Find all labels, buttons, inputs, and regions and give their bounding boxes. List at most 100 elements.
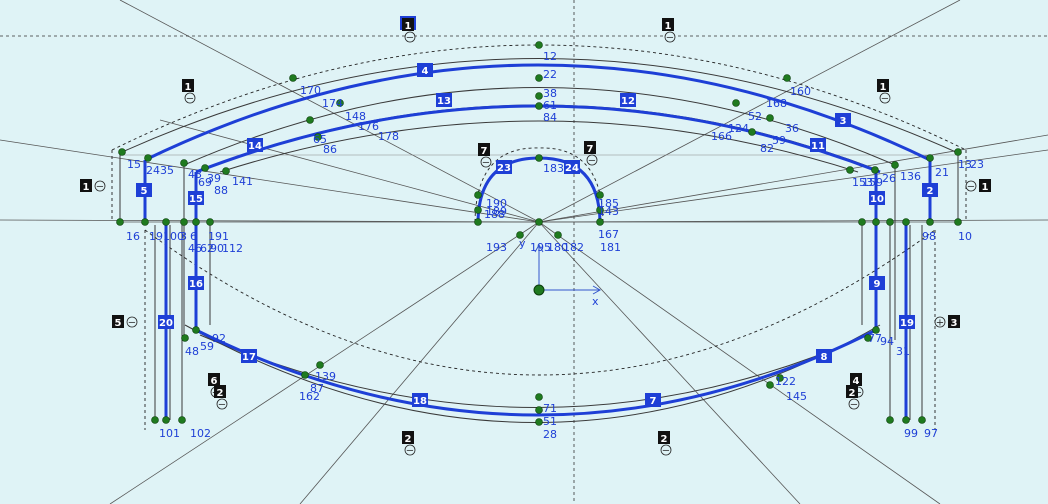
node-point [206, 218, 214, 226]
node-number-n16: 16 [126, 230, 140, 243]
node-point [846, 166, 854, 174]
bar-label-box [188, 276, 204, 290]
bar-label-text: 7 [650, 396, 657, 407]
node-point [891, 161, 899, 169]
node-point [554, 231, 562, 239]
node-number-top_2: 22 [543, 68, 557, 81]
node-number-n153: 153 [852, 176, 873, 189]
bar-labels: 1234578910111213141516171819202324 [136, 16, 938, 407]
bar-label-box [436, 93, 452, 107]
node-number-top_outer: 12 [543, 50, 557, 63]
minus-circle-icon [216, 398, 228, 410]
bar-label-text: 12 [621, 96, 635, 107]
node-number-n3: 3 [180, 230, 187, 243]
node-number-n35: 35 [160, 164, 174, 177]
bar-label-text: 2 [927, 186, 934, 197]
crown-arch-member [144, 63, 931, 162]
boundary-marker-box [846, 385, 858, 398]
y-axis-arrow-icon [534, 243, 544, 253]
node-number-n176: 176 [358, 120, 379, 133]
node-point [116, 218, 124, 226]
boundary-marker-number: 1 [185, 82, 192, 93]
node-point [192, 218, 200, 226]
node-number-n10: 10 [958, 230, 972, 243]
node-number-n82: 82 [760, 142, 774, 155]
node-number-n19: 19 [149, 230, 163, 243]
boundary-marker-box [214, 385, 226, 398]
node-number-n90: 90 [210, 242, 224, 255]
boundary-marker-number: 4 [853, 376, 860, 387]
boundary-sign: − [406, 33, 414, 44]
boundary-marker-number: 7 [481, 146, 488, 157]
minus-circle-icon [664, 31, 676, 43]
boundary-marker-number: 2 [661, 434, 668, 445]
node-point [474, 206, 482, 214]
node-point [180, 218, 188, 226]
boundary-sign: − [406, 446, 414, 457]
boundary-markers: 1−1−1−1−1−1−5−3+2−2−6+2−4−2−7−7− [80, 18, 991, 457]
boundary-marker-box [850, 373, 862, 386]
node-point [118, 148, 126, 156]
minus-circle-icon [480, 156, 492, 168]
node-point [306, 116, 314, 124]
boundary-marker-number: 2 [849, 388, 856, 399]
bar-label-box [188, 191, 204, 205]
node-number-n183: 183 [543, 162, 564, 175]
node-point [289, 74, 297, 82]
boundary-marker-number: 1 [405, 21, 412, 32]
node-point [872, 326, 880, 334]
node-point [766, 381, 774, 389]
minus-circle-icon [184, 92, 196, 104]
node-point [902, 416, 910, 424]
node-number-n26: 26 [882, 172, 896, 185]
bar-label-text: 18 [413, 396, 427, 407]
node-point [596, 206, 604, 214]
node-point [144, 154, 152, 162]
node-number-n136: 136 [900, 170, 921, 183]
node-number-n48: 48 [185, 345, 199, 358]
radial-line [299, 221, 540, 504]
boundary-sign: − [482, 158, 490, 169]
node-point [192, 326, 200, 334]
boundary-sign: − [662, 446, 670, 457]
invert-dashed-arch [144, 229, 936, 376]
node-point [301, 371, 309, 379]
node-number-n31: 31 [896, 345, 910, 358]
node-number-n59l: 59 [200, 340, 214, 353]
boundary-sign: − [96, 182, 104, 193]
node-number-n87: 87 [310, 382, 324, 395]
boundary-sign: − [967, 182, 975, 193]
node-point [516, 231, 524, 239]
bar-label-text: 23 [497, 163, 511, 174]
thin-arch-ring [119, 58, 959, 154]
node-number-n124: 124 [728, 122, 749, 135]
node-point [864, 334, 872, 342]
node-point [535, 218, 543, 226]
node-number-n59r: 59 [772, 134, 786, 147]
node-number-n188: 188 [484, 208, 505, 221]
boundary-marker-box [658, 431, 670, 444]
bar-label-box [564, 160, 580, 174]
radial-line [159, 119, 540, 223]
node-number-n139: 139 [315, 370, 336, 383]
boundary-marker-box [979, 179, 991, 192]
boundary-sign: − [666, 33, 674, 44]
bar-label-box [496, 160, 512, 174]
node-number-n148: 148 [345, 110, 366, 123]
node-number-n94: 94 [880, 335, 894, 348]
node-point [162, 416, 170, 424]
bar-label-box [869, 276, 885, 290]
node-number-n122: 122 [775, 375, 796, 388]
node-number-n180: 180 [547, 241, 568, 254]
node-number-n102: 102 [190, 427, 211, 440]
boundary-sign: − [588, 156, 596, 167]
y-axis-label: y [519, 237, 526, 250]
node-number-n46: 46 [188, 242, 202, 255]
boundary-marker-box [112, 315, 124, 328]
boundary-marker-number: 1 [880, 82, 887, 93]
node-number-top_4: 61 [543, 99, 557, 112]
node-point [871, 166, 879, 174]
origin-node [533, 284, 545, 296]
